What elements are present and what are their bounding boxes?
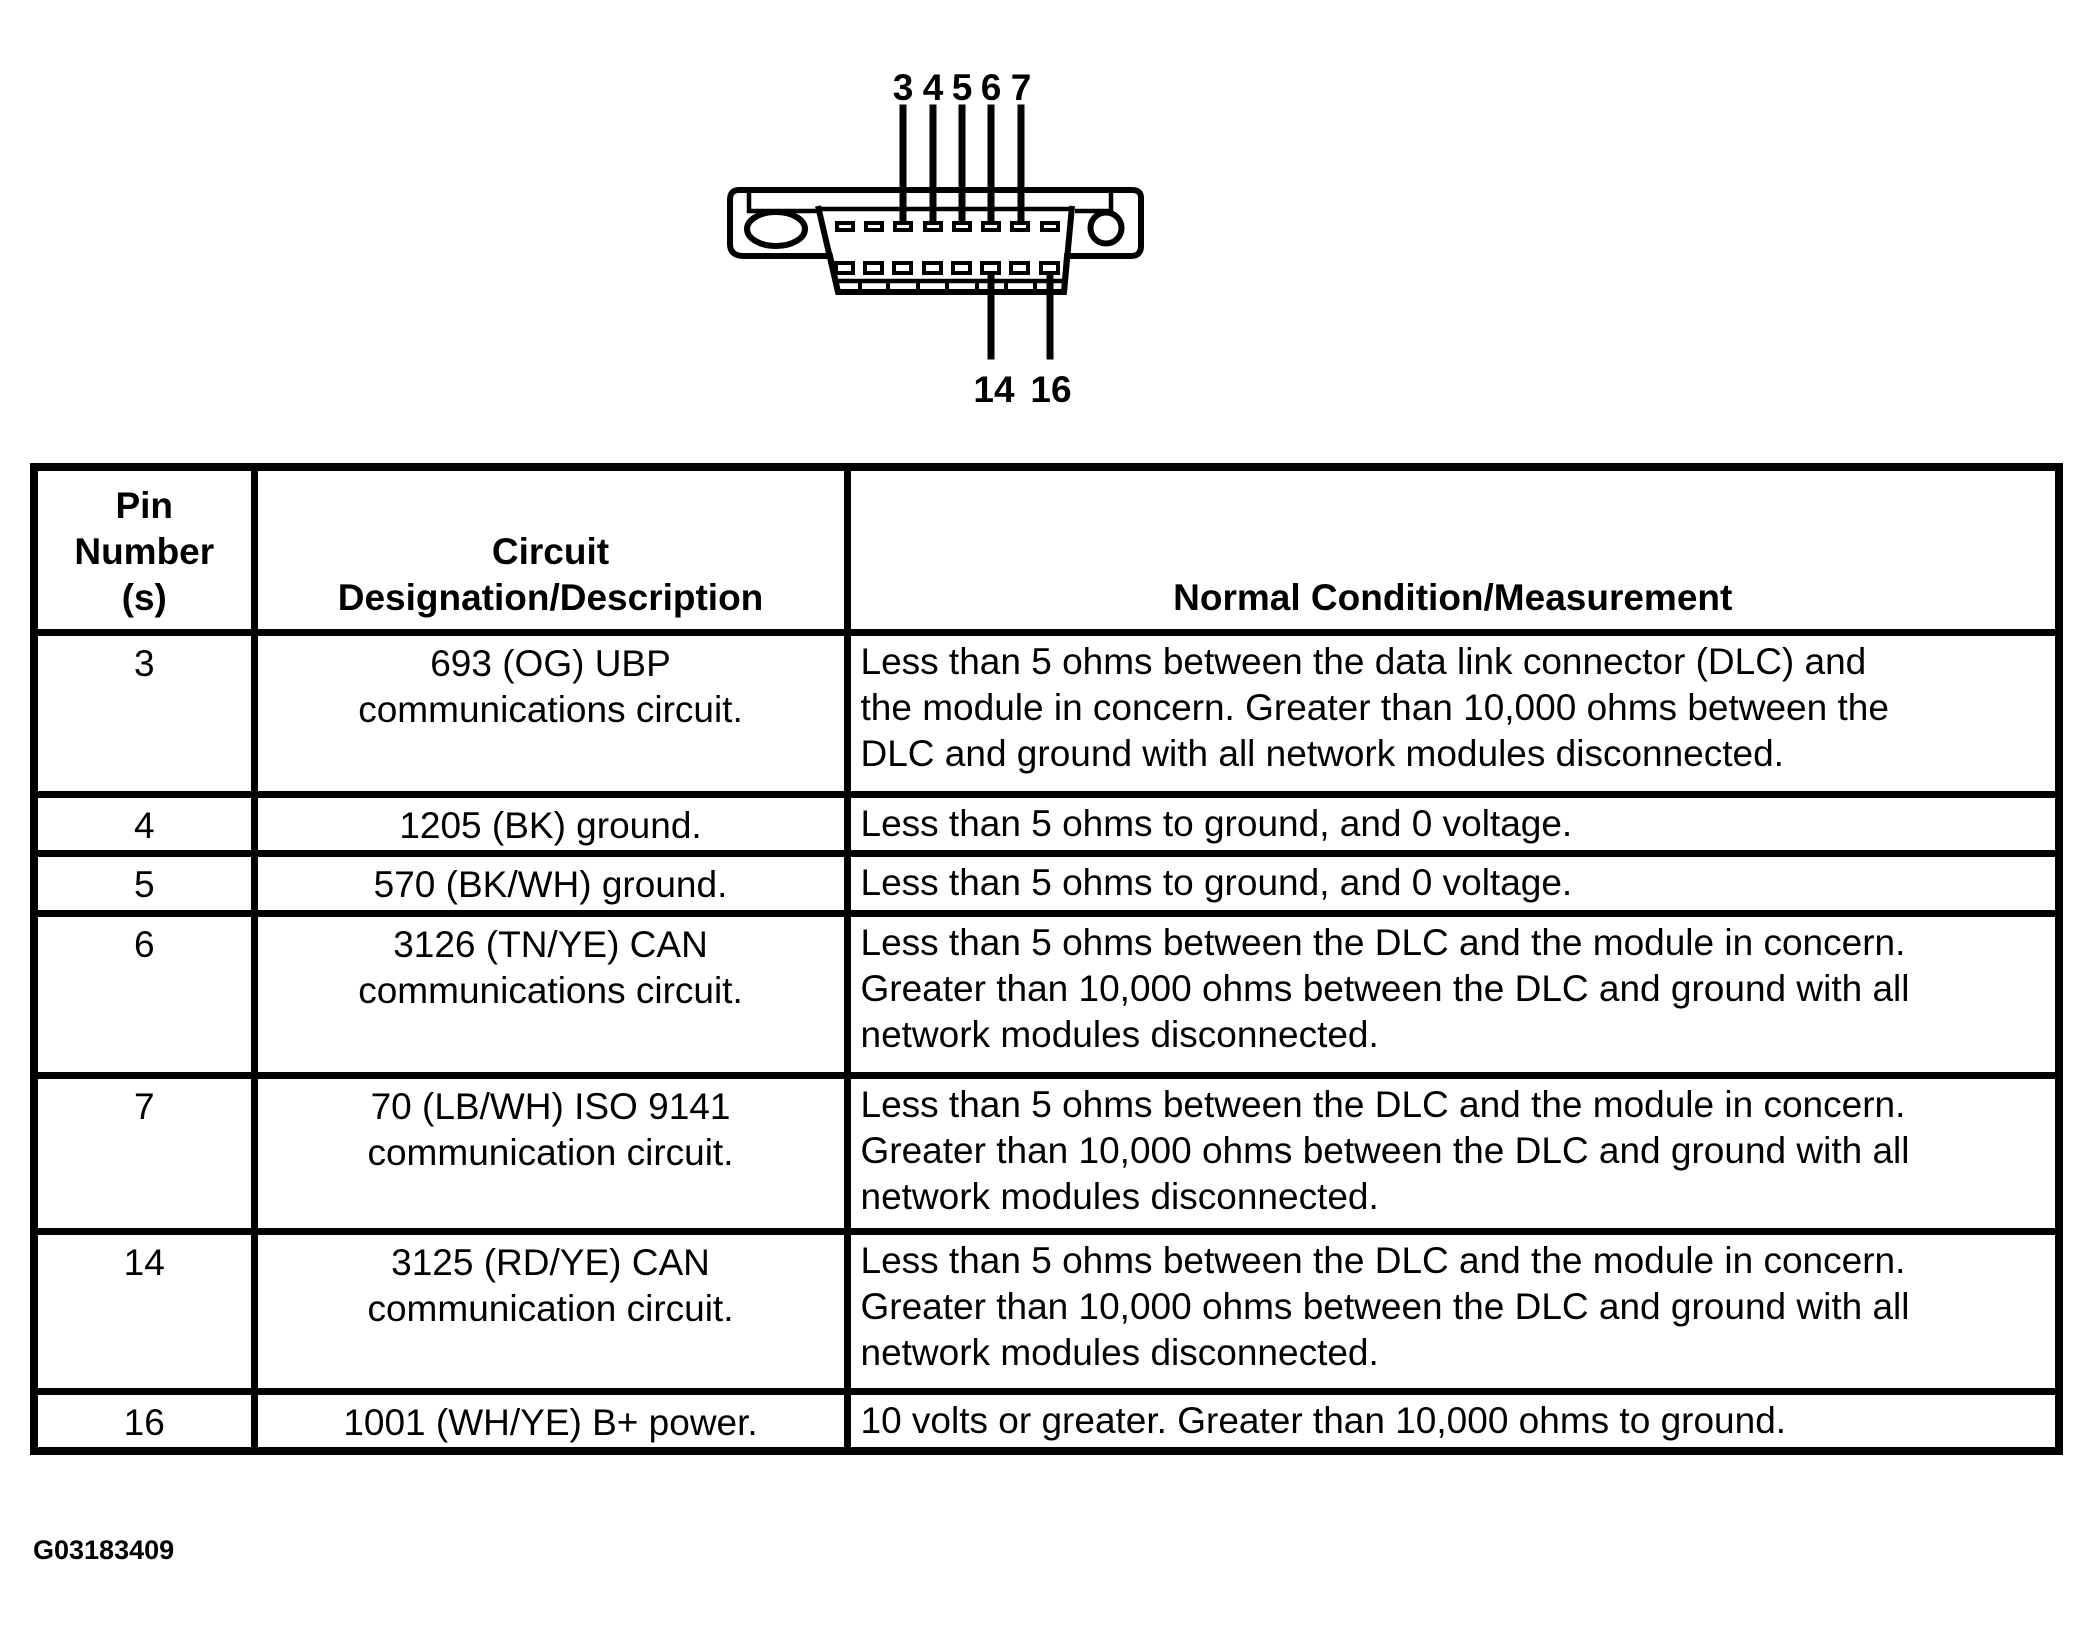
cell-pin: 16 (30, 1387, 258, 1455)
header-condition: Normal Condition/Measurement (843, 463, 2063, 636)
table-row: 16 1001 (WH/YE) B+ power. 10 volts or gr… (30, 1387, 2063, 1455)
cell-condition: Less than 5 ohms to ground, and 0 voltag… (843, 790, 2063, 857)
dlc-connector-diagram: 3 4 5 6 7 (520, 40, 1240, 420)
table-row: 14 3125 (RD/YE) CAN communication circui… (30, 1227, 2063, 1395)
table-row: 5 570 (BK/WH) ground. Less than 5 ohms t… (30, 849, 2063, 917)
top-pin-slot (1010, 221, 1030, 232)
connector-pin-label-5: 5 (952, 67, 973, 108)
left-mounting-hole (744, 209, 808, 249)
header-circuit: Circuit Designation/Description (250, 463, 851, 636)
cell-circuit: 3125 (RD/YE) CAN communication circuit. (250, 1227, 851, 1395)
body-left-slant (815, 205, 841, 293)
cell-circuit: 1001 (WH/YE) B+ power. (250, 1387, 851, 1455)
body-right-slant (1061, 205, 1075, 293)
cell-circuit: 70 (LB/WH) ISO 9141 communication circui… (250, 1071, 851, 1235)
top-pin-slot (893, 221, 913, 232)
cell-circuit: 570 (BK/WH) ground. (250, 849, 851, 917)
bottom-pin-slot (1009, 261, 1030, 275)
top-pin-slot (835, 221, 855, 232)
bottom-pin-slot (834, 261, 855, 275)
cell-pin: 5 (30, 849, 258, 917)
left-ear-step (746, 191, 817, 214)
cell-pin: 3 (30, 628, 258, 798)
cell-condition: Less than 5 ohms to ground, and 0 voltag… (843, 849, 2063, 917)
top-pin-row (835, 221, 1060, 232)
cell-pin: 14 (30, 1227, 258, 1395)
header-pin-number: Pin Number (s) (30, 463, 258, 636)
bottom-pin-slot (892, 261, 913, 275)
table-row: 7 70 (LB/WH) ISO 9141 communication circ… (30, 1071, 2063, 1235)
bottom-strip-ticks (858, 281, 1037, 292)
bottom-pin-slot (922, 261, 943, 275)
bottom-pin-row (834, 261, 1060, 275)
dlc-connector-svg: 3 4 5 6 7 (727, 67, 1144, 410)
top-pin-slot (1040, 221, 1060, 232)
connector-pin-label-14: 14 (973, 369, 1015, 410)
figure-id: G03183409 (33, 1535, 175, 1565)
top-pin-slot (981, 221, 1001, 232)
bottom-pin-slot (951, 261, 972, 275)
table-header-row: Pin Number (s) Circuit Designation/Descr… (30, 463, 2063, 636)
right-mounting-hole (1087, 209, 1125, 247)
bottom-pin-slot (863, 261, 884, 275)
cell-condition: Less than 5 ohms between the DLC and the… (843, 1227, 2063, 1395)
table-row: 3 693 (OG) UBP communications circuit. L… (30, 628, 2063, 798)
cell-pin: 6 (30, 909, 258, 1079)
connector-pin-label-7: 7 (1011, 67, 1032, 108)
bottom-pin-slot (1039, 261, 1060, 275)
bottom-pin-slot (980, 261, 1001, 275)
table-row: 4 1205 (BK) ground. Less than 5 ohms to … (30, 790, 2063, 857)
cell-condition: Less than 5 ohms between the DLC and the… (843, 1071, 2063, 1235)
top-pin-slot (952, 221, 972, 232)
connector-pin-label-4: 4 (923, 67, 944, 108)
cell-pin: 4 (30, 790, 258, 857)
cell-circuit: 3126 (TN/YE) CAN communications circuit. (250, 909, 851, 1079)
cell-condition: 10 volts or greater. Greater than 10,000… (843, 1387, 2063, 1455)
cell-pin: 7 (30, 1071, 258, 1235)
top-pin-slot (864, 221, 884, 232)
connector-pin-label-16: 16 (1030, 369, 1071, 410)
top-leader-lines (899, 104, 1025, 229)
pinout-table: Pin Number (s) Circuit Designation/Descr… (30, 463, 2063, 1455)
cell-condition: Less than 5 ohms between the data link c… (843, 628, 2063, 798)
table-row: 6 3126 (TN/YE) CAN communications circui… (30, 909, 2063, 1079)
connector-pin-label-6: 6 (981, 67, 1002, 108)
top-pin-slot (923, 221, 943, 232)
bottom-leader-lines (987, 266, 1054, 360)
cell-circuit: 1205 (BK) ground. (250, 790, 851, 857)
cell-circuit: 693 (OG) UBP communications circuit. (250, 628, 851, 798)
cell-condition: Less than 5 ohms between the DLC and the… (843, 909, 2063, 1079)
connector-pin-label-3: 3 (893, 67, 914, 108)
